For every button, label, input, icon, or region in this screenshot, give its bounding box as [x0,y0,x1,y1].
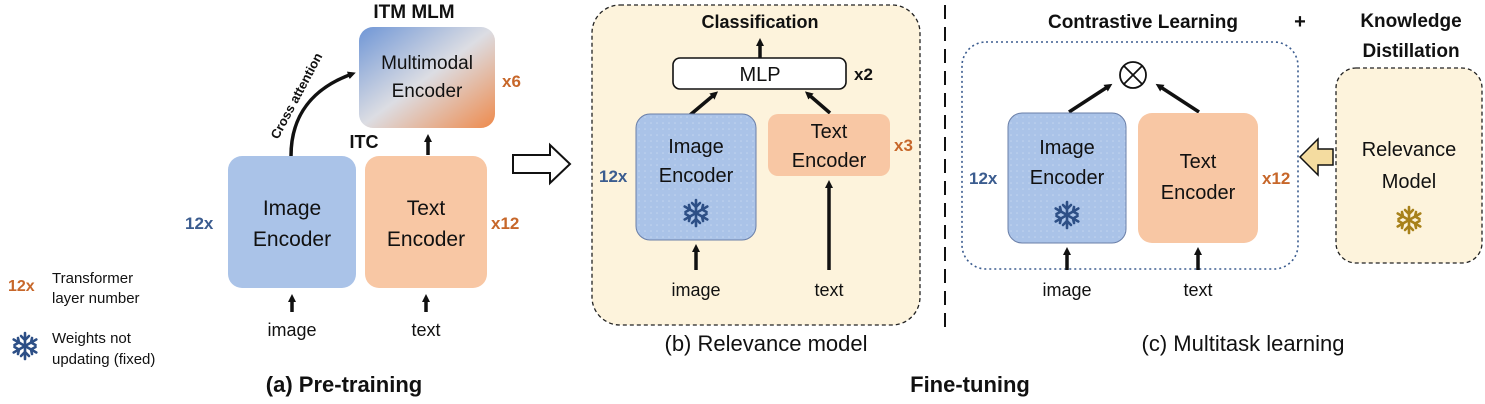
legend-frozen-text-line1: Weights not [52,330,132,347]
pretraining-caption: (a) Pre-training [266,372,422,397]
contrastive-learning-label: Contrastive Learning [1048,12,1238,33]
pretrain-image-layer-count: 12x [185,214,214,233]
relevance-image-to-mlp-arrow [688,91,719,117]
mlp-label: MLP [739,64,780,86]
legend-layer-sample: 12x [8,278,35,295]
multitask-image-encoder-line2: Encoder [1030,167,1105,189]
multimodal-encoder-box [359,27,495,128]
multitask-image-to-otimes-arrow [1068,83,1113,114]
pretrain-text-layer-count: x12 [491,214,519,233]
multitask-image-input-label: image [1042,280,1091,300]
teacher-model-line2: Model [1382,171,1436,193]
multitask-text-encoder-box [1138,113,1258,243]
itc-label: ITC [350,132,379,152]
knowledge-distillation-line1: Knowledge [1360,11,1461,32]
multitask-text-to-otimes-arrow [1155,83,1200,114]
relevance-image-encoder-box [635,113,757,241]
multimodal-encoder-line1: Multimodal [381,53,473,74]
cross-attention-arrow [289,71,356,157]
pretrain-image-encoder-line1: Image [263,197,321,220]
pretrain-image-encoder-line2: Encoder [253,228,331,251]
pretrain-text-encoder-line1: Text [407,197,446,220]
relevance-text-encoder-line1: Text [811,121,848,143]
multitask-image-encoder-box [1007,112,1127,244]
pretraining-heads-label: ITM MLM [373,2,454,23]
multitask-text-layer-count: x12 [1262,169,1290,188]
multitask-section: Contrastive Learning + Knowledge Distill… [961,11,1483,356]
distillation-arrow [1298,137,1334,177]
multimodal-layer-count: x6 [502,72,521,91]
plus-sign: + [1294,11,1306,33]
mlp-layer-count: x2 [854,65,873,84]
relevance-text-encoder-line2: Encoder [792,150,867,172]
mlp-box [672,57,847,90]
multimodal-encoder-line2: Encoder [392,81,463,102]
relevance-caption: (b) Relevance model [665,331,868,356]
finetuning-caption: Fine-tuning [910,372,1030,397]
otimes-icon [1119,61,1147,89]
pretrain-text-encoder-line2: Encoder [387,228,465,251]
knowledge-distillation-line2: Distillation [1362,41,1459,62]
legend: 12x Transformer layer number Weights not… [8,270,155,368]
relevance-text-encoder-box [768,114,890,176]
teacher-model-line1: Relevance [1362,139,1457,161]
multitask-text-encoder-line2: Encoder [1161,182,1236,204]
legend-layer-text-line1: Transformer [52,270,133,287]
relevance-image-input-label: image [671,280,720,300]
multitask-text-encoder-line1: Text [1180,151,1217,173]
snowflake-icon [12,331,38,361]
legend-layer-text-line2: layer number [52,290,140,307]
relevance-text-to-mlp-arrow [804,91,832,115]
relevance-section: Classification MLP x2 Image Encoder 12x … [591,4,921,356]
relevance-image-encoder-line1: Image [668,136,724,158]
relevance-image-layer-count: 12x [599,167,628,186]
multitask-caption: (c) Multitask learning [1142,331,1345,356]
legend-frozen-text-line2: updating (fixed) [52,351,155,368]
pretrain-text-input-label: text [411,320,440,340]
relevance-text-input-label: text [814,280,843,300]
classification-label: Classification [701,12,818,32]
pretraining-section: ITM MLM Multimodal Encoder x6 Cross atte… [185,2,521,397]
pretrain-image-encoder-box [228,156,356,288]
relevance-model-teacher-box [1335,67,1483,264]
pretrain-text-encoder-box [365,156,487,288]
multitask-image-layer-count: 12x [969,169,998,188]
pretrain-image-input-label: image [267,320,316,340]
relevance-text-layer-count: x3 [894,136,913,155]
multitask-image-encoder-line1: Image [1039,137,1095,159]
pretrain-to-finetune-arrow [512,142,572,186]
multitask-text-input-label: text [1183,280,1212,300]
relevance-image-encoder-line2: Encoder [659,165,734,187]
